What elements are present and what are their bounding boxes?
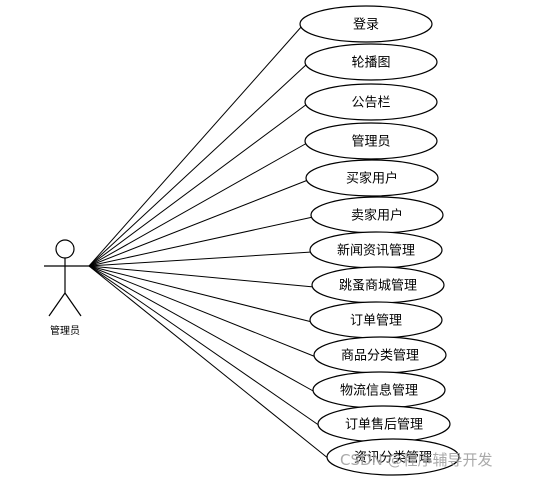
association-line (88, 265, 315, 288)
association-line (88, 142, 308, 267)
use-case-label: 新闻资讯管理 (337, 243, 415, 259)
use-case-ellipse (305, 159, 439, 197)
use-case-label: 登录 (353, 18, 379, 33)
use-case-label: 公告栏 (351, 96, 390, 111)
use-case-ellipse (326, 438, 460, 476)
association-line (88, 63, 308, 267)
association-line (88, 251, 313, 267)
association-line (88, 179, 309, 267)
use-case-label: 卖家用户 (351, 208, 403, 224)
use-case-label: 买家用户 (346, 171, 398, 187)
actor-right-leg (64, 292, 82, 317)
actor-figure: 管理员 (44, 239, 89, 337)
use-case: 订单售后管理 (317, 405, 451, 443)
use-case-label: 商品分类管理 (341, 349, 419, 364)
actor-left-leg (48, 292, 66, 317)
watermark: CSDN @程序辅导开发 (340, 451, 493, 469)
association-line (88, 265, 316, 393)
use-case-label: 订单管理 (350, 314, 402, 329)
use-case-label: 物流信息管理 (340, 383, 418, 399)
association-line (88, 265, 321, 427)
association-line (88, 265, 313, 323)
actor-label: 管理员 (50, 324, 80, 337)
association-line (88, 265, 330, 460)
use-case: 公告栏 (304, 83, 438, 121)
association-lines (88, 25, 330, 460)
use-case: 商品分类管理 (313, 336, 447, 374)
use-case-label: 订单售后管理 (345, 417, 423, 433)
use-case: 买家用户 (305, 159, 439, 197)
association-line (88, 25, 303, 267)
use-case: 物流信息管理 (312, 371, 446, 409)
use-case-label: 轮播图 (351, 56, 390, 71)
use-case-list: 登录轮播图公告栏管理员买家用户卖家用户新闻资讯管理跳蚤商城管理订单管理商品分类管… (299, 5, 460, 476)
use-case-ellipse (304, 43, 438, 81)
use-case: 新闻资讯管理 (309, 231, 443, 269)
use-case: 轮播图 (304, 43, 438, 81)
actor-head (55, 239, 75, 259)
use-case: 登录 (299, 5, 433, 43)
use-case-label: 跳蚤商城管理 (339, 279, 417, 294)
use-case-ellipse (304, 122, 438, 160)
use-case: 订单管理 (309, 301, 443, 339)
use-case: 资讯分类管理 (326, 438, 460, 476)
use-case-label: 资讯分类管理 (354, 451, 432, 466)
association-line (88, 103, 308, 267)
use-case-ellipse (299, 5, 433, 43)
use-case-label: 管理员 (351, 135, 390, 150)
use-case: 管理员 (304, 122, 438, 160)
association-line (88, 265, 317, 358)
association-line (88, 216, 314, 267)
use-case-ellipse (304, 83, 438, 121)
use-case: 跳蚤商城管理 (311, 266, 445, 304)
use-case: 卖家用户 (310, 196, 444, 234)
